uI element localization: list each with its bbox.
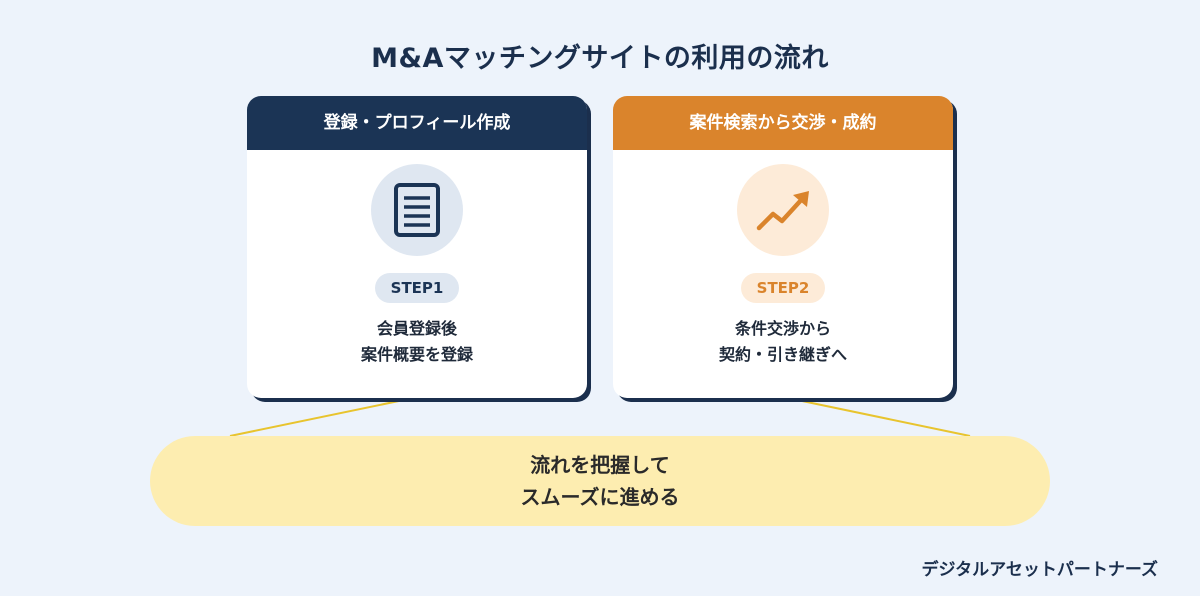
step2-card: 案件検索から交渉・成約 STEP2 条件交渉から 契約・引き継ぎへ	[613, 96, 953, 398]
page-title: M&Aマッチングサイトの利用の流れ	[371, 43, 829, 74]
step2-desc-line1: 条件交渉から	[734, 319, 831, 338]
step2-desc-line2: 契約・引き継ぎへ	[718, 345, 847, 364]
brand-name: デジタルアセットパートナーズ	[921, 560, 1158, 580]
step2-description: 条件交渉から 契約・引き継ぎへ	[613, 316, 953, 368]
step1-badge: STEP1	[375, 273, 459, 303]
connector-left	[229, 396, 419, 437]
step1-header: 登録・プロフィール作成	[247, 96, 587, 150]
step2-header: 案件検索から交渉・成約	[613, 96, 953, 150]
step1-description: 会員登録後 案件概要を登録	[247, 316, 587, 368]
document-icon	[371, 164, 463, 256]
summary-line1: 流れを把握して	[530, 453, 670, 477]
step2-badge: STEP2	[741, 273, 825, 303]
summary-line2: スムーズに進める	[520, 485, 680, 509]
trend-up-icon	[737, 164, 829, 256]
step1-desc-line1: 会員登録後	[376, 319, 457, 338]
step1-desc-line2: 案件概要を登録	[360, 345, 473, 364]
step1-card: 登録・プロフィール作成 STEP1 会員登録後 案件概要を登録	[247, 96, 587, 398]
summary-banner: 流れを把握して スムーズに進める	[150, 436, 1050, 526]
connector-right	[782, 396, 971, 437]
